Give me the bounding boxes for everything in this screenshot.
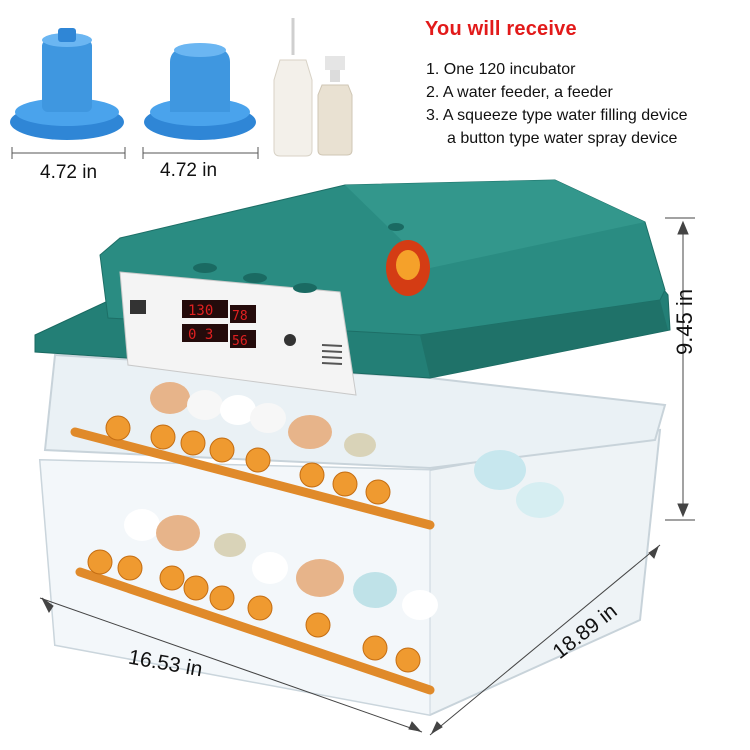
incubator-lid: 130 78 0 3 56 [34, 179, 671, 396]
feeder-image [144, 43, 256, 140]
list-item: 1. One 120 incubator [426, 61, 576, 78]
list-item: a button type water spray device [447, 130, 678, 147]
candler-light [386, 240, 430, 296]
feeder-right-dimension: 4.72 in [160, 160, 218, 181]
list-item: 3. A squeeze type water filling device [426, 107, 688, 124]
svg-text:78: 78 [232, 309, 248, 324]
receive-list: 1. One 120 incubator 2. A water feeder, … [426, 58, 688, 150]
feeder-left-dimension: 4.72 in [40, 162, 98, 183]
display-panel: 130 78 0 3 56 [130, 300, 343, 365]
svg-text:130: 130 [188, 303, 213, 319]
svg-text:56: 56 [232, 334, 248, 349]
receive-heading: You will receive [425, 18, 577, 40]
squeeze-bottle-image [273, 18, 313, 157]
incubator-body [38, 353, 667, 717]
height-dimension: 9.45 in [672, 288, 697, 355]
water-feeder-image [10, 28, 124, 140]
list-item: 2. A water feeder, a feeder [426, 84, 613, 101]
feeder-dimension-lines [11, 147, 259, 159]
spray-bottle-image [317, 56, 353, 156]
svg-text:0 3: 0 3 [188, 327, 213, 343]
body-dimension-lines [39, 217, 695, 736]
